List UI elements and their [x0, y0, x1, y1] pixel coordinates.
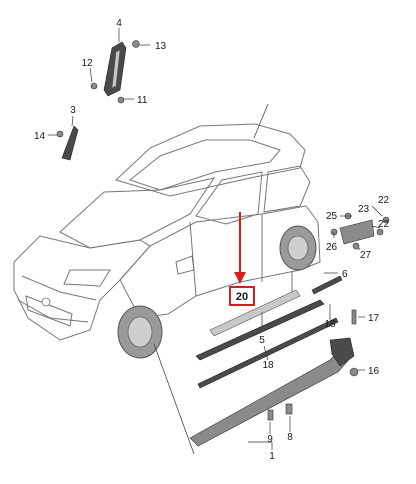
clip-icon: [267, 409, 274, 421]
callout-22-bottom: 22: [378, 219, 390, 230]
callout-25: 25: [326, 211, 338, 222]
callout-1: 1: [269, 451, 275, 462]
clip-icon: [352, 242, 360, 250]
callout-16: 16: [368, 366, 380, 377]
callout-12: 12: [81, 58, 93, 69]
callout-13: 13: [155, 41, 167, 52]
callout-18-lower: 18: [262, 360, 274, 371]
clip-icon: [382, 216, 390, 224]
triangle-trim-part: [56, 125, 79, 161]
callout-5: 5: [259, 335, 265, 346]
pillar-trim-part: [90, 40, 140, 104]
callout-27: 27: [360, 250, 372, 261]
clip-icon: [117, 96, 125, 104]
highlight-box: [229, 286, 255, 306]
red-arrow-icon: [234, 212, 246, 284]
callout-11: 11: [137, 95, 148, 106]
callout-3: 3: [70, 105, 76, 116]
callout-22-top: 22: [378, 195, 390, 206]
callout-14: 14: [34, 131, 46, 142]
callout-6: 6: [342, 269, 348, 280]
callout-9: 9: [267, 434, 273, 445]
callout-numbers: 4 13 12 11 3 14 22 23 25 22 26 27 6 18 5…: [34, 18, 390, 462]
callout-17: 17: [368, 313, 380, 324]
clip-icon: [132, 40, 140, 48]
clip-icon: [376, 228, 384, 236]
callout-4: 4: [116, 18, 122, 29]
callout-18-right: 18: [324, 319, 336, 330]
leader-lines: [48, 28, 383, 455]
callout-23: 23: [358, 204, 370, 215]
screw-icon: [351, 309, 357, 325]
clip-icon: [56, 130, 64, 138]
highlight-label: 20: [236, 291, 248, 303]
sill-strips: [189, 275, 359, 447]
callout-8: 8: [287, 432, 293, 443]
car-illustration: [13, 123, 321, 359]
callout-26: 26: [326, 242, 338, 253]
clip-icon: [90, 82, 98, 90]
clip-icon: [285, 403, 293, 415]
clip-icon: [349, 367, 359, 377]
